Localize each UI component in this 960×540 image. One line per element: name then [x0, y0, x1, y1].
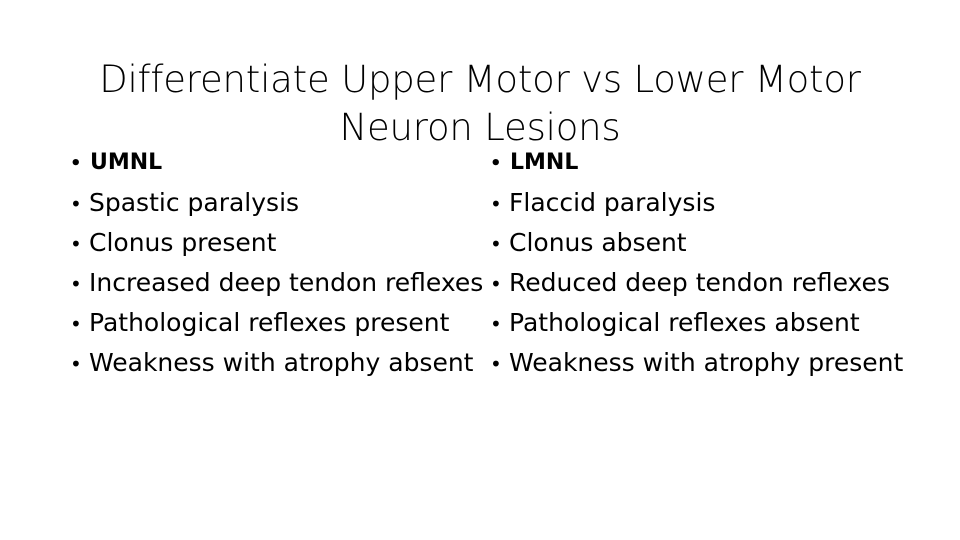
list-item: • Reduced deep tendon reflexes: [490, 263, 910, 303]
bullet-icon: •: [490, 312, 502, 336]
bullet-icon: •: [490, 153, 502, 174]
list-item-label: Clonus absent: [509, 228, 687, 257]
umnl-bullet-list: • UMNL • Spastic paralysis • Clonus present…: [70, 143, 483, 383]
list-item: • Weakness with atrophy absent: [70, 343, 474, 383]
list-item-label: Pathological reflexes absent: [509, 308, 860, 337]
list-item: • Pathological reflexes present: [70, 303, 470, 343]
list-item-label: Pathological reflexes present: [89, 308, 450, 337]
page-title: Differentiate Upper Motor vs Lower Motor…: [99, 57, 861, 149]
bullet-icon: •: [70, 232, 82, 256]
bullet-icon: •: [490, 272, 502, 296]
bullet-icon: •: [70, 272, 82, 296]
list-item: • Flaccid paralysis: [490, 183, 910, 223]
list-item-label: Increased deep tendon reflexes: [89, 268, 484, 297]
bullet-icon: •: [70, 192, 82, 216]
list-item: • Clonus absent: [490, 223, 910, 263]
bullet-icon: •: [70, 153, 82, 174]
list-item-label: Flaccid paralysis: [509, 188, 716, 217]
list-item-label: Clonus present: [89, 228, 277, 257]
content-columns: • UMNL • Spastic paralysis • Clonus present…: [0, 143, 960, 393]
list-item: • Increased deep tendon reflexes: [70, 263, 483, 303]
list-item-label: LMNL: [510, 150, 579, 175]
list-item-label: Spastic paralysis: [89, 188, 300, 217]
lower-motor-neuron-lesion-column: •LMNL •Flaccid paralysis •Clonus absent …: [490, 143, 910, 383]
bullet-icon: •: [490, 352, 502, 376]
upper-motor-neuron-lesion-column: • UMNL • Spastic paralysis • Clonus present…: [70, 143, 483, 383]
list-item: • UMNL: [70, 143, 470, 183]
list-item: • Spastic paralysis: [70, 183, 470, 223]
list-item-label: UMNL: [90, 150, 163, 175]
bullet-icon: •: [70, 352, 82, 376]
list-item: • Pathological reflexes absent: [490, 303, 910, 343]
list-item-label: Reduced deep tendon reflexes: [509, 268, 890, 297]
list-item: • Weakness with atrophy present: [490, 343, 910, 383]
bullet-icon: •: [70, 312, 82, 336]
bullet-icon: •: [490, 192, 502, 216]
list-item-label: Weakness with atrophy absent: [89, 348, 474, 377]
list-item-label: Weakness with atrophy present: [509, 348, 904, 377]
bullet-icon: •: [490, 232, 502, 256]
list-item: • Clonus present: [70, 223, 470, 263]
list-item: • LMNL: [490, 143, 910, 183]
lmnl-bullet-list: •LMNL •Flaccid paralysis •Clonus absent …: [490, 143, 910, 383]
